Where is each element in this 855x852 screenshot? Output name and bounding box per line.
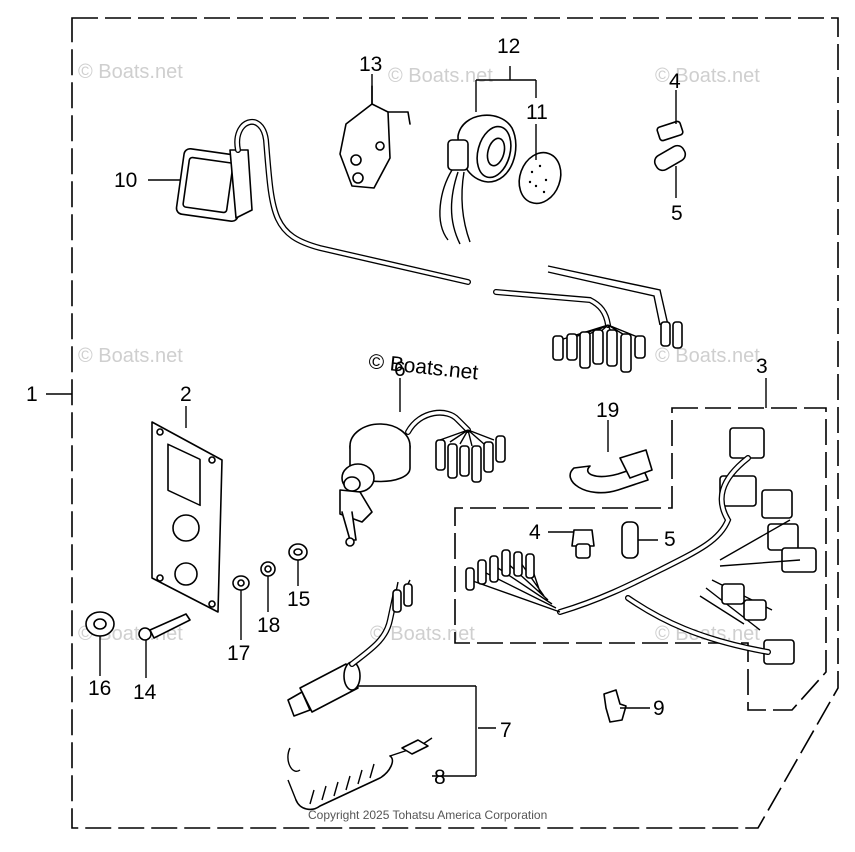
part-19-clamp (569, 449, 653, 494)
leader-lines (46, 66, 767, 777)
callout-3: 3 (756, 355, 768, 378)
part-14-screw (138, 613, 191, 641)
callout-4-lower: 4 (529, 521, 541, 544)
callout-12: 12 (497, 35, 520, 58)
callout-11: 11 (526, 101, 548, 124)
watermark: © Boats.net (78, 345, 183, 367)
part-17-washer (232, 575, 250, 591)
harness-boundary (454, 407, 827, 711)
part-3-harness (465, 427, 817, 665)
part-7-stop-switch (287, 579, 413, 717)
watermark: © Boats.net (78, 61, 183, 83)
callout-18: 18 (257, 614, 280, 637)
callout-13: 13 (359, 53, 382, 76)
callout-14: 14 (133, 681, 157, 704)
callout-19: 19 (596, 399, 619, 422)
callout-8: 8 (434, 766, 446, 789)
part-9-clip (603, 689, 627, 723)
part-16-nut (85, 611, 115, 637)
callout-15: 15 (287, 588, 310, 611)
copyright-notice: Copyright 2025 Tohatsu America Corporati… (308, 808, 547, 822)
part-12-indicator (439, 114, 517, 245)
callout-4-upper: 4 (669, 70, 681, 93)
part-4-grommet (571, 529, 595, 559)
callout-10: 10 (114, 169, 137, 192)
part-5-sleeve (621, 521, 639, 559)
part-5-sleeve-top (653, 144, 687, 172)
callout-5-upper: 5 (671, 202, 683, 225)
part-10-switch (175, 118, 471, 285)
watermark: © Boats.net (370, 623, 475, 645)
watermark: © Boats.net (655, 65, 760, 87)
watermark: © Boats.net (388, 65, 493, 87)
part-13-bracket (339, 85, 411, 189)
watermarks: © Boats.net © Boats.net © Boats.net © Bo… (78, 61, 760, 645)
callout-6: 6 (394, 358, 406, 381)
part-4-grommet-top (656, 120, 684, 142)
part-18-lock-washer (260, 561, 276, 577)
part-15-nut (288, 543, 308, 561)
assembly-boundary (71, 17, 839, 829)
wire-connectors (493, 265, 683, 373)
watermark: © Boats.net (655, 345, 760, 367)
callout-7: 7 (500, 719, 512, 742)
callout-2: 2 (180, 383, 192, 406)
callout-9: 9 (653, 697, 665, 720)
callout-1: 1 (26, 383, 38, 406)
part-6-key-switch (339, 409, 506, 547)
callout-5-lower: 5 (664, 528, 676, 551)
callouts: 1 2 3 4 5 4 5 6 7 8 9 10 11 12 13 14 15 … (26, 35, 768, 789)
part-2-plate (151, 421, 223, 613)
watermark: © Boats.net (655, 623, 760, 645)
part-11-lens (518, 151, 562, 205)
part-8-lanyard (287, 737, 433, 811)
callout-17: 17 (227, 642, 250, 665)
center-watermark: © Boats.net (367, 350, 479, 384)
callout-16: 16 (88, 677, 111, 700)
